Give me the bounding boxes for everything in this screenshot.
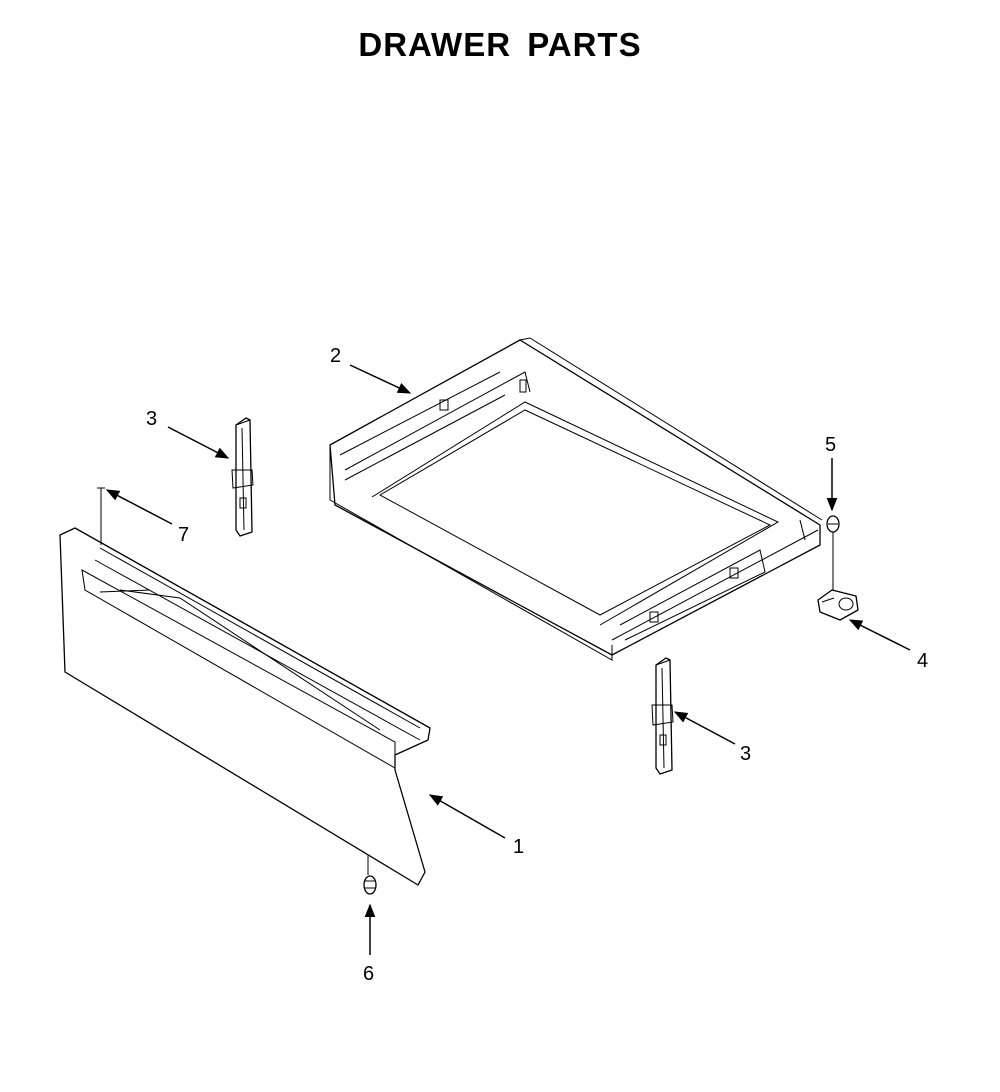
leader-line-7 (105, 489, 173, 525)
drawer-bottom-screw (363, 855, 377, 895)
callout-3-left: 3 (146, 408, 157, 430)
leader-line-4 (848, 619, 911, 651)
callout-5: 5 (825, 434, 836, 456)
drawer-glide-left (231, 417, 254, 537)
leader-line-3-left (167, 426, 230, 459)
drawer-screw (826, 515, 840, 590)
diagram-title: DRAWER PARTS (358, 26, 642, 63)
leader-line-3-right (673, 711, 736, 745)
drawer-body (329, 337, 823, 661)
drawer-roller (817, 589, 859, 621)
leader-line-2 (349, 364, 412, 394)
drawer-front-panel (59, 527, 431, 886)
callout-3-right: 3 (740, 743, 751, 765)
callout-6: 6 (363, 963, 374, 985)
callout-4: 4 (917, 650, 928, 672)
callout-2: 2 (330, 345, 341, 367)
leader-line-1 (428, 794, 506, 839)
callout-1: 1 (513, 836, 524, 858)
drawer-top-screw (97, 487, 105, 545)
drawer-glide-right (651, 657, 674, 775)
callout-7: 7 (178, 524, 189, 546)
